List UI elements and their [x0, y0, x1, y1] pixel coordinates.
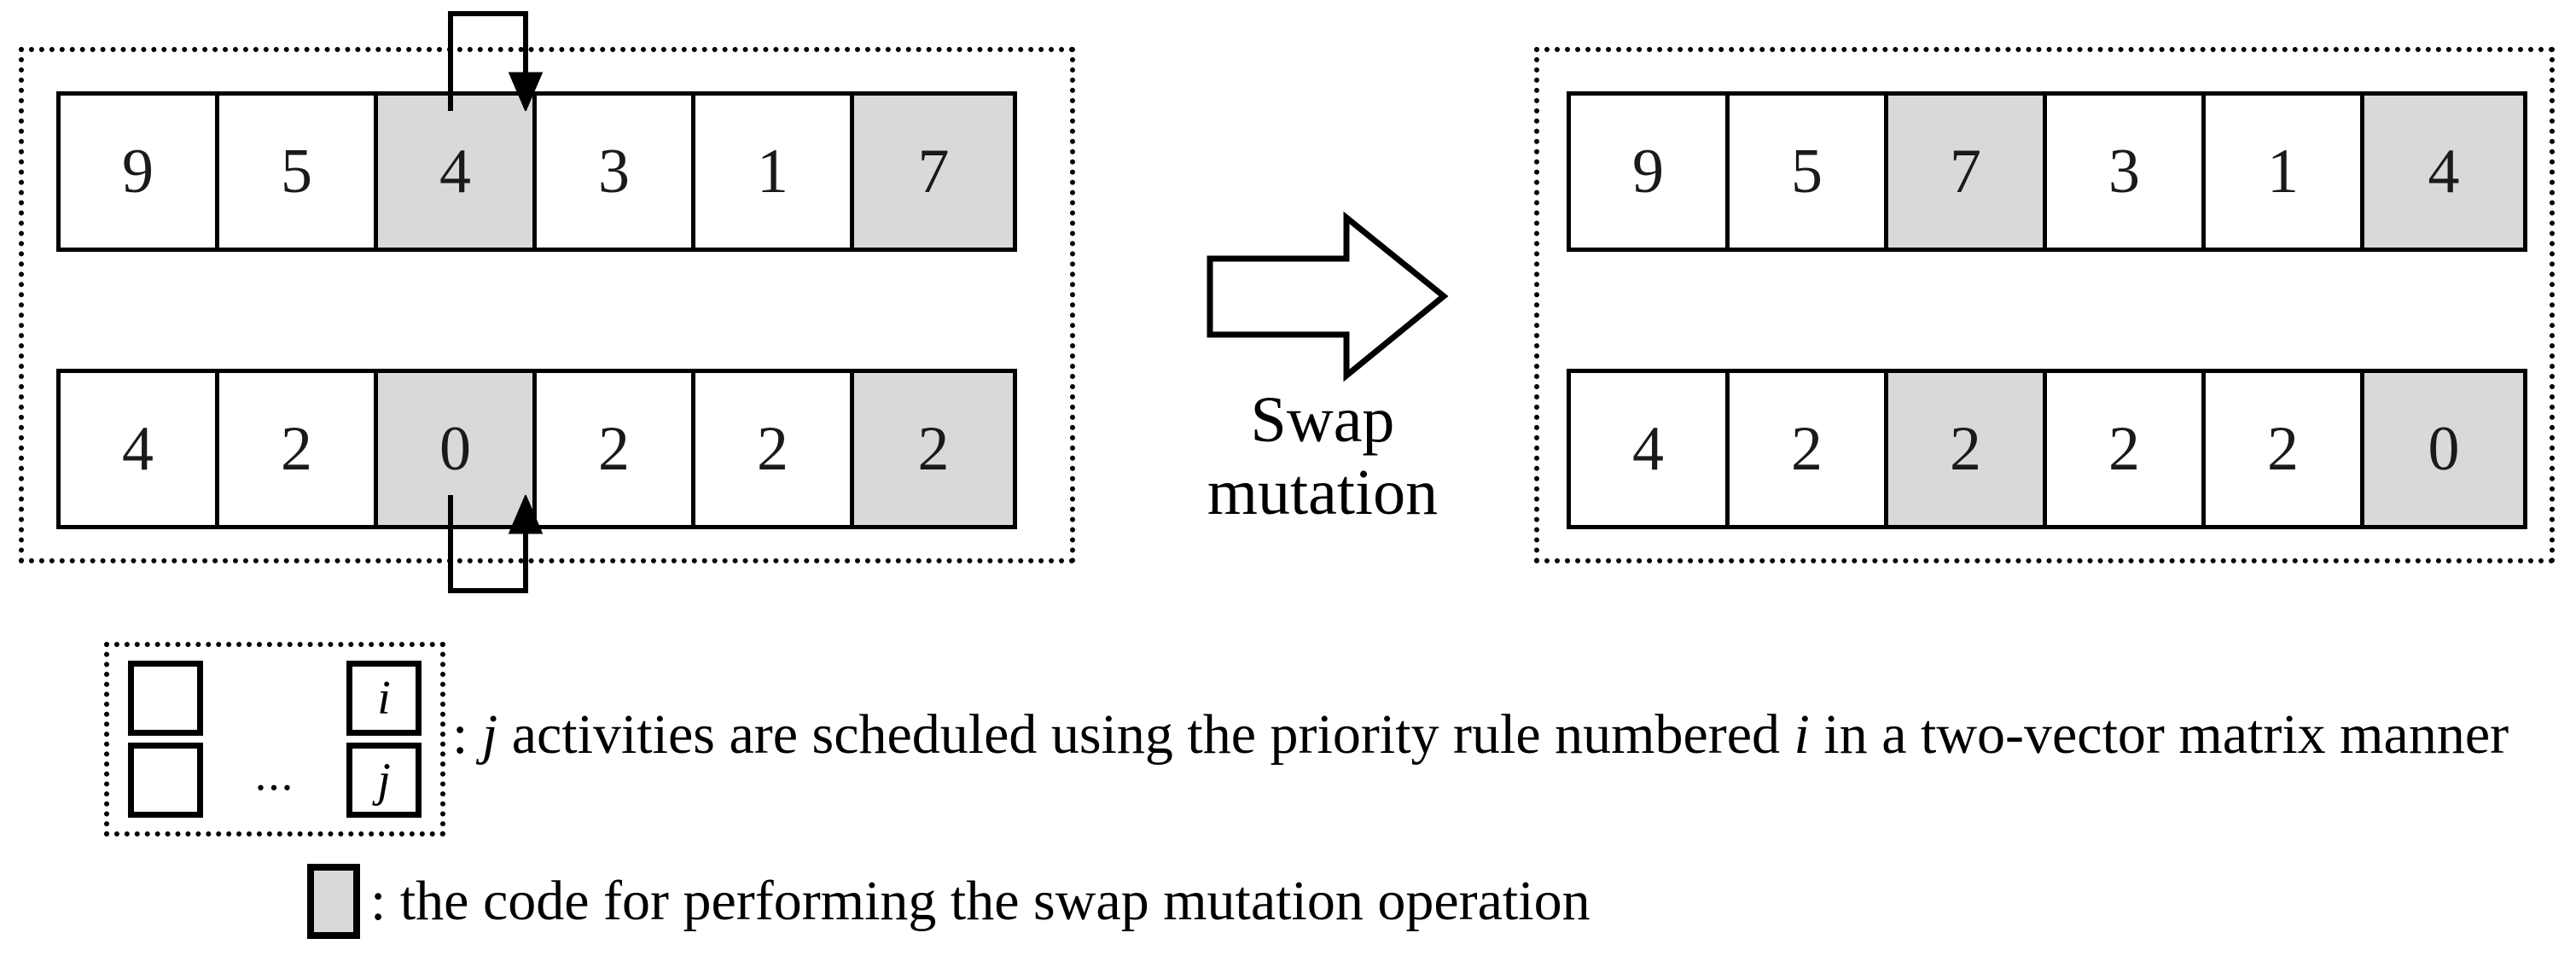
legend-cell-top-right: i: [346, 661, 422, 736]
vector-cell: 2: [219, 373, 378, 525]
legend-text-d: in a two-vector matrix manner: [1809, 703, 2509, 766]
legend-description-line-1: : j activities are scheduled using the p…: [452, 707, 2509, 763]
legend-cell-top-left: [128, 661, 203, 736]
vector-cell: 1: [2206, 96, 2364, 248]
vector-cell: 2: [695, 373, 854, 525]
vector-cell: 1: [695, 96, 854, 248]
legend-text-b: activities are scheduled using the prior…: [497, 703, 1794, 766]
vector-cell: 3: [2047, 96, 2206, 248]
legend-colon-1: :: [452, 703, 482, 766]
vector-cell: 5: [219, 96, 378, 248]
operator-caption: Swap mutation: [1143, 384, 1502, 529]
vector-cell-shaded: 0: [378, 373, 537, 525]
operator-caption-line-2: mutation: [1207, 457, 1439, 529]
vector-cell: 2: [2206, 373, 2364, 525]
vector-cell-shaded: 4: [2364, 96, 2523, 248]
legend-description-line-2: : the code for performing the swap mutat…: [370, 870, 1590, 932]
vector-cell: 9: [61, 96, 219, 248]
vector-cell-shaded: 2: [854, 373, 1013, 525]
vector-cell: 9: [1571, 96, 1730, 248]
vector-cell: 2: [1730, 373, 1888, 525]
right-activity-count-vector: 4 2 2 2 2 0: [1567, 369, 2527, 529]
legend-symbol-i: i: [1794, 703, 1810, 766]
legend-symbol-j: j: [481, 703, 498, 766]
vector-cell: 4: [1571, 373, 1730, 525]
left-priority-rule-vector: 9 5 4 3 1 7: [56, 91, 1017, 252]
shaded-cell-swatch-icon: [307, 864, 360, 939]
vector-cell-shaded: 2: [1888, 373, 2047, 525]
vector-cell: 4: [61, 373, 219, 525]
parent-chromosome-panel: [19, 47, 1075, 563]
right-priority-rule-vector: 9 5 7 3 1 4: [1567, 91, 2527, 252]
vector-cell-shaded: 7: [1888, 96, 2047, 248]
legend-cell-bottom-right: j: [346, 743, 422, 818]
vector-cell-shaded: 0: [2364, 373, 2523, 525]
block-arrow-right-icon: [1207, 211, 1449, 382]
legend-ellipsis: ...: [254, 749, 295, 800]
vector-cell-shaded: 4: [378, 96, 537, 248]
two-by-two-matrix-icon: i ... j: [104, 642, 445, 836]
operator-caption-line-1: Swap: [1250, 384, 1395, 456]
vector-cell: 2: [537, 373, 695, 525]
legend-schema-grid: i ... j: [109, 647, 440, 831]
offspring-chromosome-panel: [1534, 47, 2555, 563]
vector-cell-shaded: 7: [854, 96, 1013, 248]
vector-cell: 3: [537, 96, 695, 248]
left-activity-count-vector: 4 2 0 2 2 2: [56, 369, 1017, 529]
legend-description-row-2: : the code for performing the swap mutat…: [307, 864, 1590, 939]
legend-cell-bottom-left: [128, 743, 203, 818]
vector-cell: 5: [1730, 96, 1888, 248]
vector-cell: 2: [2047, 373, 2206, 525]
